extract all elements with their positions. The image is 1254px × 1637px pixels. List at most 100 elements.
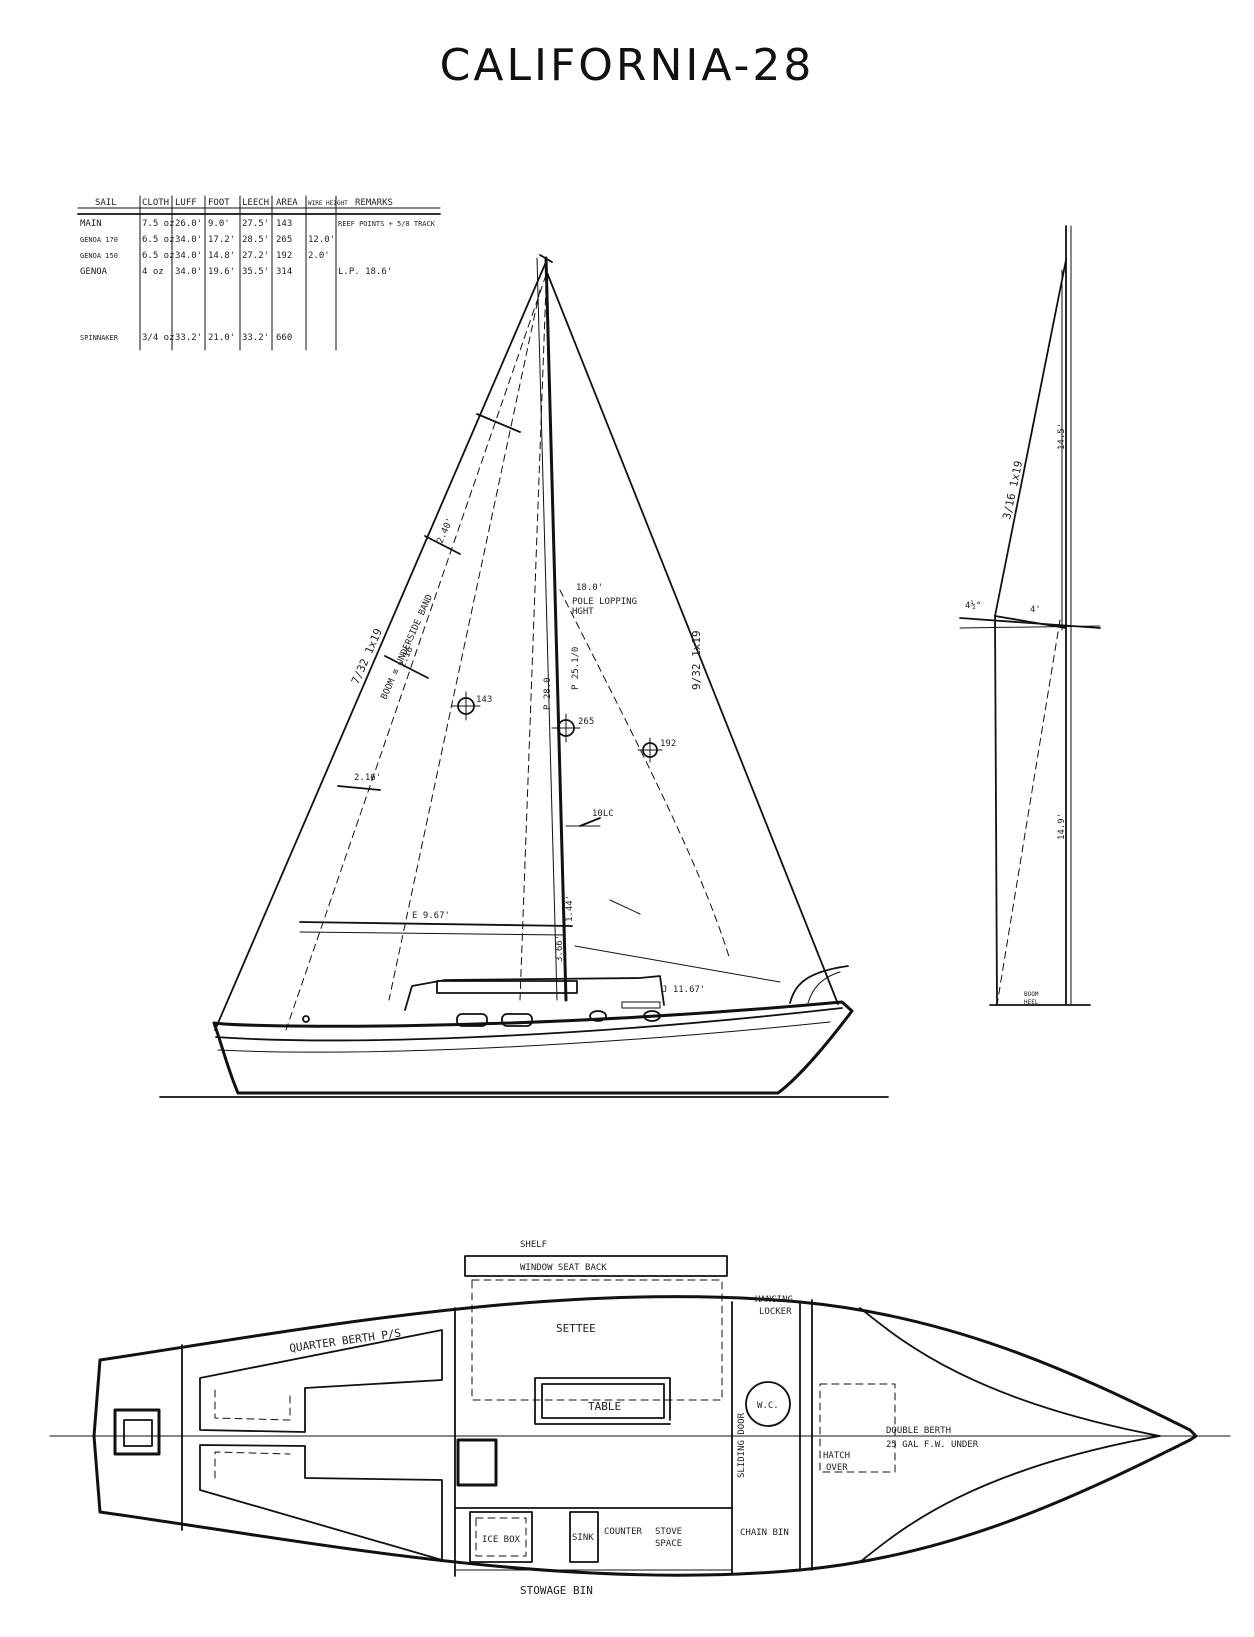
drawing-label: GENOA 150 (80, 252, 118, 260)
quarter-berth-label: QUARTER BERTH P/S (289, 1326, 402, 1355)
boom (299, 921, 573, 927)
shroud-label: 3/16 1x19 (1000, 460, 1025, 521)
wc-icon (745, 1381, 791, 1427)
batten-label: 2.16' (354, 773, 381, 783)
ce-main (451, 691, 481, 721)
row-genoa-150: GENOA 150 6.5 oz 34.0' 14.8' 27.2' 192 2… (80, 251, 330, 261)
th-luff: LUFF (175, 198, 197, 208)
drawing-label: L.P. 18.6' (338, 267, 392, 277)
drawing-label: 33.2' (175, 333, 202, 343)
drawing-label: 6.5 oz (142, 251, 175, 261)
porthole (589, 1010, 607, 1022)
drawing-label: GENOA 170 (80, 236, 118, 244)
counter-label: COUNTER (604, 1527, 643, 1537)
sink-label: SINK (572, 1533, 594, 1543)
th-cloth: CLOTH (142, 198, 169, 208)
hanging-label: HANGING (755, 1295, 793, 1305)
j-dim: J 11.67' (662, 985, 705, 995)
icebox-label: ICE BOX (482, 1535, 521, 1545)
drawing-label: 192 (276, 251, 292, 261)
row-genoa-170: GENOA 170 6.5 oz 34.0' 17.2' 28.5' 265 1… (80, 235, 335, 245)
th-area: AREA (276, 198, 298, 208)
drawing-label: 26.0' (175, 219, 202, 229)
pole-label: POLE LOPPING (572, 597, 637, 607)
forestay-label: 9/32 1x19 (690, 630, 703, 690)
drawing-label: 12.0' (308, 235, 335, 245)
sail-table: SAIL CLOTH LUFF FOOT LEECH AREA WIRE HEI… (77, 195, 441, 351)
pole-height: 18.0' (576, 583, 603, 593)
th-foot: FOOT (208, 198, 230, 208)
drawing-label: 17.2' (208, 235, 235, 245)
sail-plan: 7/32 1x19 2.40' 2.16' 2.16' BOOM ≡ UNDER… (159, 254, 889, 1098)
ce-genoa (551, 713, 581, 743)
porthole (643, 1010, 661, 1022)
settee-label: SETTEE (556, 1322, 596, 1335)
bow-pulpit (789, 965, 849, 1004)
page-title: CALIFORNIA-28 (439, 40, 815, 91)
drawing-label: 6.5 oz (142, 235, 175, 245)
p-dim: P 28.0 (543, 677, 553, 710)
table-label: TABLE (588, 1400, 621, 1413)
space-label: SPACE (655, 1539, 682, 1549)
rig-elevation: 3/16 1x19 14.5' 14.9' 4' 4½° BOOM HEEL (959, 225, 1101, 1006)
pole-sub: HGHT (572, 607, 594, 617)
drawing-label: REEF POINTS + 5/8 TRACK (338, 220, 436, 228)
water-label: 25 GAL F.W. UNDER (886, 1440, 979, 1450)
drawing-label: 19.6' (208, 267, 235, 277)
th-wire: WIRE HEIGHT (308, 200, 348, 207)
row-genoa: GENOA 4 oz 34.0' 19.6' 35.5' 314 L.P. 18… (80, 267, 392, 277)
chain-bin-label: CHAIN BIN (740, 1528, 789, 1538)
drawing-label: 265 (276, 235, 292, 245)
drawing-label: 34.0' (175, 267, 202, 277)
batten (384, 655, 429, 679)
jib-area: 192 (660, 739, 676, 749)
drawing-label: 34.0' (175, 235, 202, 245)
wc-label: W.C. (757, 1401, 779, 1411)
deck-outline (92, 1295, 1198, 1577)
main-area: 143 (476, 695, 492, 705)
drawing-label: 27.2' (242, 251, 269, 261)
angle-label: 4½° (965, 600, 981, 611)
drawing-label: 28.5' (242, 235, 269, 245)
drawing-label: 35.5' (242, 267, 269, 277)
boom-height2: 1.44' (565, 895, 575, 922)
stowage-label: STOWAGE BIN (520, 1584, 593, 1597)
row-main: MAIN 7.5 oz 26.0' 9.0' 27.5' 143 REEF PO… (80, 219, 436, 229)
drawing-label: 33.2' (242, 333, 269, 343)
drawing-label: GENOA (80, 267, 108, 277)
ce-jib (637, 737, 663, 763)
drawing-label: 3/4 oz (142, 333, 175, 343)
batten-label: 2.40' (436, 516, 456, 545)
base-label: BOOM (1024, 991, 1039, 998)
window-seat-label: WINDOW SEAT BACK (520, 1263, 607, 1273)
drawing-label: 660 (276, 333, 292, 343)
sheer-line (215, 1007, 843, 1042)
base-sub: HEEL (1024, 999, 1039, 1006)
drawing-label: 314 (276, 267, 292, 277)
hull-profile (212, 1000, 854, 1095)
lower-dim: 14.9' (1057, 813, 1067, 840)
cabin-window (456, 1013, 488, 1027)
drawing-label: 14.8' (208, 251, 235, 261)
sliding-door-label: SLIDING DOOR (737, 1412, 747, 1478)
genoa-area: 265 (578, 717, 594, 727)
drawing-label: 2.0' (308, 251, 330, 261)
th-remarks: REMARKS (355, 198, 393, 208)
i-dim: P 25.1/0 (571, 647, 581, 690)
batten (476, 413, 521, 433)
boom-label: BOOM ≡ UNDERSIDE BAND (380, 593, 435, 701)
cabin-window (501, 1013, 533, 1027)
drawing-label: 143 (276, 219, 292, 229)
boom-height: 3.66' (555, 935, 565, 962)
batten (424, 535, 461, 555)
stove-label: STOVE (655, 1527, 682, 1537)
drawing-label: 7.5 oz (142, 219, 175, 229)
accommodation-plan: QUARTER BERTH P/S SHELF WINDOW SEAT BACK… (49, 1240, 1231, 1597)
th-sail: SAIL (95, 198, 117, 208)
main-leech (214, 261, 547, 1031)
spreader-label: 10LC (592, 809, 614, 819)
spreader-len: 4' (1030, 605, 1041, 615)
shelf-label: SHELF (520, 1240, 547, 1250)
locker-label: LOCKER (759, 1307, 792, 1317)
